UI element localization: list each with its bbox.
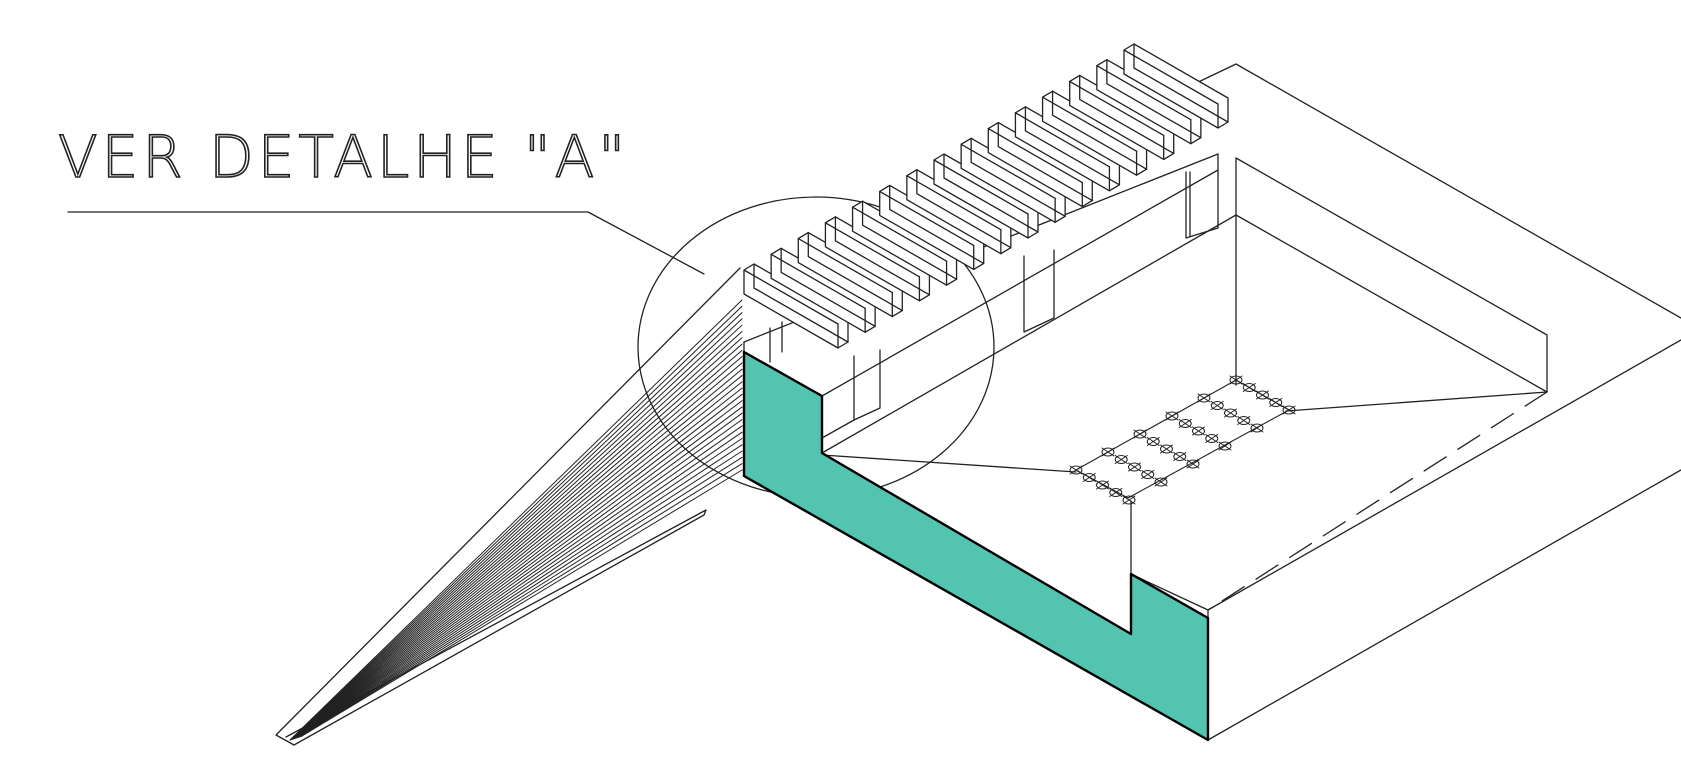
drain-mark — [1193, 427, 1205, 435]
fin — [1124, 44, 1228, 128]
ramp-hatch-line — [294, 350, 742, 738]
ramp-hatch-line — [295, 376, 742, 739]
drain-mark — [1115, 456, 1127, 464]
fin — [1015, 107, 1119, 191]
drain-mark — [1147, 438, 1159, 446]
drain-mark — [1187, 460, 1199, 468]
ramp-hatch-line — [292, 325, 742, 739]
ramp-hatch-line — [298, 407, 742, 737]
ramp-hatch-line — [301, 451, 742, 736]
drain-mark — [1083, 474, 1095, 482]
fin — [1070, 75, 1174, 159]
drain-mark — [1129, 463, 1141, 471]
ramp-hatch-line — [297, 394, 742, 737]
drain-mark — [1211, 402, 1223, 410]
fin — [771, 248, 875, 332]
ramp-hatch-line — [291, 319, 742, 740]
drain-mark — [1097, 481, 1109, 489]
fin — [798, 233, 902, 317]
drain-mark — [1070, 466, 1082, 474]
ramp-hatch-line — [299, 426, 742, 737]
drain-mark — [1206, 435, 1218, 443]
ramp-hatch-line — [292, 331, 742, 739]
drain-mark — [1270, 399, 1282, 407]
drain-mark — [1198, 394, 1210, 402]
ramp-hatch-line — [298, 420, 742, 738]
fin — [1043, 91, 1147, 175]
ramp-hatch-line — [293, 338, 742, 739]
drain-mark — [1179, 420, 1191, 428]
fin — [1097, 60, 1201, 144]
callout-leader — [588, 212, 704, 274]
ramp-hatch-line — [300, 439, 742, 737]
ramp-hatch-line — [295, 369, 742, 738]
drain-mark — [1166, 412, 1178, 420]
drain-mark — [1257, 391, 1269, 399]
drain-mark — [1134, 430, 1146, 438]
drain-mark — [1230, 376, 1242, 384]
ramp — [276, 268, 744, 745]
drain-mark — [1225, 409, 1237, 417]
ramp-hatch-line — [290, 306, 742, 740]
drain-mark — [1219, 442, 1231, 450]
drain-mark — [1102, 448, 1114, 456]
cut-section — [744, 352, 1208, 740]
drain-mark — [1123, 496, 1135, 504]
ramp-hatch-line — [302, 470, 742, 736]
basin — [822, 158, 1547, 610]
ramp-hatch-line — [297, 401, 742, 738]
drain-mark — [1155, 478, 1167, 486]
ramp-hatch-line — [290, 300, 742, 740]
ramp-hatch-line — [302, 464, 742, 736]
ramp-hatch-line — [298, 413, 742, 737]
drain-mark — [1251, 424, 1263, 432]
fin — [744, 264, 848, 348]
drain-mark — [1161, 445, 1173, 453]
ramp-hatch-line — [294, 357, 742, 739]
drain-mark — [1142, 471, 1154, 479]
drain-mark — [1110, 489, 1122, 497]
ramp-hatch-line — [301, 457, 742, 736]
ramp-hatch-line — [294, 363, 742, 739]
fin — [961, 138, 1065, 222]
ramp-hatch-line — [296, 388, 742, 738]
fin — [988, 123, 1092, 207]
drain-mark — [1174, 453, 1186, 461]
callout-label: VER DETALHE "A" — [57, 123, 630, 191]
fins-group — [744, 44, 1228, 348]
fin — [934, 154, 1038, 238]
drain-grid-area — [1076, 380, 1289, 498]
ramp-hatch-line — [299, 432, 742, 737]
fin — [880, 185, 984, 269]
ramp-hatch-line — [296, 382, 742, 738]
fin — [825, 217, 929, 301]
drain-mark — [1238, 417, 1250, 425]
drain-mark — [1243, 384, 1255, 392]
ramp-hatch-line — [291, 313, 742, 740]
ramp-hatch-line — [300, 445, 742, 737]
fin — [853, 201, 957, 285]
ramp-hatch-line — [293, 344, 742, 739]
fin — [907, 170, 1011, 254]
drain-mark — [1283, 406, 1295, 414]
